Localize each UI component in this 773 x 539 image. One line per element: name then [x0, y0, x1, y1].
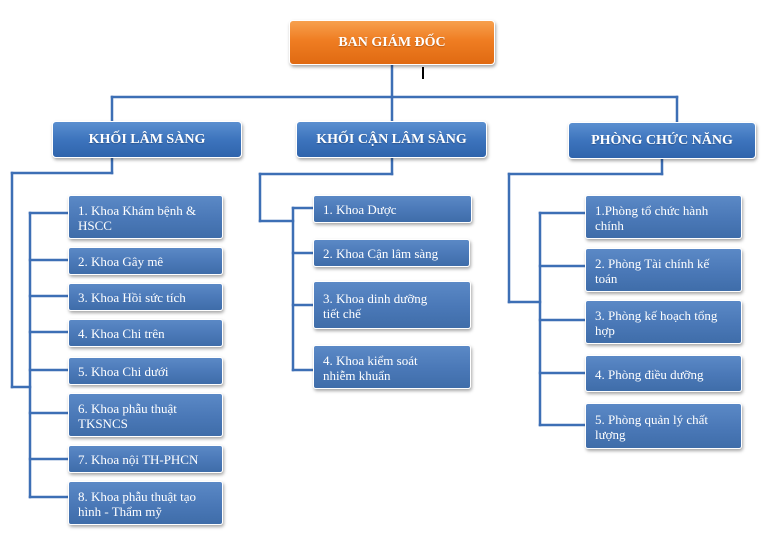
branch-khoi-can-lam-sang: KHỐI CẬN LÂM SÀNG	[296, 121, 487, 158]
list-item: 4. Khoa Chi trên	[68, 319, 223, 347]
list-item: 3. Khoa Hồi sức tích	[68, 283, 223, 311]
list-item: 3. Khoa dinh dưỡng tiết chế	[313, 281, 471, 329]
branch-label: KHỐI LÂM SÀNG	[88, 131, 206, 147]
list-item: 7. Khoa nội TH-PHCN	[68, 445, 223, 473]
list-item: 6. Khoa phẫu thuật TKSNCS	[68, 393, 223, 437]
list-item-label: 5. Khoa Chi dưới	[78, 364, 169, 379]
list-item-label: 8. Khoa phẫu thuật tạo hình - Thẩm mỹ	[78, 488, 197, 519]
list-item: 2. Khoa Cận lâm sàng	[313, 239, 470, 267]
list-item-label: 2. Khoa Gây mê	[78, 254, 164, 269]
branch-label: KHỐI CẬN LÂM SÀNG	[316, 131, 467, 147]
list-item-label: 3. Khoa dinh dưỡng tiết chế	[323, 290, 428, 321]
branch-phong-chuc-nang: PHÒNG CHỨC NĂNG	[568, 122, 756, 159]
text-cursor	[422, 67, 424, 79]
list-item: 4. Khoa kiểm soát nhiễm khuẩn	[313, 345, 471, 389]
list-item: 1. Khoa Dược	[313, 195, 472, 223]
list-item: 5. Phòng quản lý chất lượng	[585, 403, 742, 449]
branch-khoi-lam-sang: KHỐI LÂM SÀNG	[52, 121, 242, 158]
list-item-label: 4. Phòng điều dưỡng	[595, 366, 704, 382]
root-node: BAN GIÁM ĐỐC	[289, 20, 495, 65]
list-item-label: 3. Phòng kế hoạch tổng hợp	[595, 307, 718, 338]
list-item-label: 2. Phòng Tài chính kế toán	[595, 255, 710, 286]
list-item-label: 4. Khoa kiểm soát nhiễm khuẩn	[323, 352, 418, 383]
list-item-label: 5. Phòng quản lý chất lượng	[595, 411, 709, 442]
list-item-label: 1.Phòng tổ chức hành chính	[595, 202, 709, 233]
list-item-label: 6. Khoa phẫu thuật TKSNCS	[78, 400, 177, 431]
list-item-label: 2. Khoa Cận lâm sàng	[323, 246, 439, 261]
list-item: 2. Phòng Tài chính kế toán	[585, 248, 742, 292]
list-item: 1. Khoa Khám bệnh & HSCC	[68, 195, 223, 239]
list-item: 5. Khoa Chi dưới	[68, 357, 223, 385]
list-item: 2. Khoa Gây mê	[68, 247, 223, 275]
list-item-label: 3. Khoa Hồi sức tích	[78, 290, 186, 305]
list-item: 3. Phòng kế hoạch tổng hợp	[585, 300, 742, 344]
list-item: 1.Phòng tổ chức hành chính	[585, 195, 742, 239]
list-item: 8. Khoa phẫu thuật tạo hình - Thẩm mỹ	[68, 481, 223, 525]
list-item-label: 7. Khoa nội TH-PHCN	[78, 452, 199, 467]
list-item-label: 4. Khoa Chi trên	[78, 326, 165, 341]
root-label: BAN GIÁM ĐỐC	[338, 34, 446, 50]
list-item-label: 1. Khoa Khám bệnh & HSCC	[78, 202, 197, 233]
list-item-label: 1. Khoa Dược	[323, 202, 397, 217]
branch-label: PHÒNG CHỨC NĂNG	[591, 132, 733, 148]
list-item: 4. Phòng điều dưỡng	[585, 355, 742, 392]
